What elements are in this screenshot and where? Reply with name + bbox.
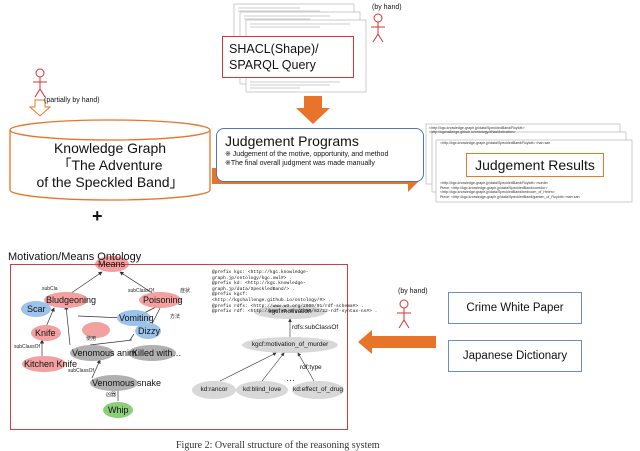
rdf-prefix-code: @prefix kgc: <http://kgc.knowledge- grap…: [212, 270, 378, 315]
by-hand-label-mid: (by hand): [398, 288, 428, 295]
code-line: graph.jp/ontology/kgc.owl#> .: [212, 275, 292, 281]
result-row: Piece: <http://kgc.knowledge-graph.jp/da…: [440, 185, 548, 190]
node-scar: Scar: [27, 304, 46, 314]
edge-label-subclassof-2: subClassOf: [14, 344, 40, 350]
node-venomous-snake: Venomous snake: [92, 378, 162, 388]
ontology-frame: [10, 264, 348, 430]
shacl-line-2: SPARQL Query: [229, 58, 316, 72]
edge-label-subclassof: subClassOf: [128, 288, 154, 294]
code-line: @prefix kgc: <http://kgc.knowledge-: [212, 270, 309, 275]
result-row: <http://kgc.knowledge-graph.jp/data/Spec…: [429, 126, 525, 130]
kg-line-1: Knowledge Graph: [53, 140, 167, 156]
node-bludgeoning: Bludgeoning: [46, 295, 97, 305]
code-line: @prefix kd: <http://kgc.knowledge-: [212, 281, 306, 287]
knowledge-graph-label: Knowledge Graph 「The Adventure of the Sp…: [10, 140, 210, 191]
node-poisoning: Poisoning: [143, 295, 183, 305]
node-whip: Whip: [108, 405, 129, 415]
arrow-sources-to-ontology: [358, 330, 436, 354]
hollow-down-arrow: [28, 99, 52, 117]
node-knife: Knife: [35, 328, 56, 338]
person-icon-left: [33, 68, 47, 98]
sub-node-motivation-of-murder: kgcf:motivation_of_murder: [251, 341, 329, 348]
node-means: Means: [98, 259, 126, 269]
node-dizzy: Dizzy: [138, 326, 160, 336]
shacl-query-box: SHACL(Shape)/ SPARQL Query: [222, 36, 354, 78]
code-line: <http://kgchallenge.github.io/ontology/#…: [212, 297, 331, 303]
japanese-dictionary-box: Japanese Dictionary: [448, 340, 582, 372]
result-row: <http://kgchallenge.github.io/ontology/#…: [429, 130, 516, 135]
edge-label-method: 方法: [170, 314, 181, 320]
judgement-programs-box: Judgement Programs ※ Judgement of the mo…: [216, 128, 424, 182]
by-hand-label-top: (by hand): [372, 4, 402, 11]
shacl-line-1: SHACL(Shape)/: [229, 42, 319, 56]
kg-line-2: 「The Adventure: [57, 157, 163, 173]
judgement-programs-title: Judgement Programs: [225, 133, 359, 149]
person-icon-top: [371, 13, 385, 43]
sub-node-blind-love: kd:blind_love: [243, 386, 281, 393]
ontology-nodes: [21, 256, 181, 418]
result-row: Piece: <http://kgc.knowledge-graph.jp/da…: [440, 194, 580, 199]
arrow-shacl-to-programs: [296, 96, 330, 124]
crime-white-paper-box: Crime White Paper: [448, 292, 582, 324]
judgement-programs-line-2: ※The final overall judgment was made man…: [225, 160, 375, 167]
plus-sign: +: [92, 206, 103, 226]
sub-node-ellipsis: …: [286, 373, 295, 383]
edge-label-tool: 凶器: [106, 392, 117, 398]
judgement-results-box: Judgement Results: [466, 153, 604, 177]
node-venomous-animal: Venomous anim: [72, 348, 137, 358]
code-line: @prefix rdf: <http://www.w3.org/1999/02/…: [212, 309, 378, 315]
node-kitchen-knife: Kitchen Knife: [24, 359, 78, 369]
sub-node-rancor: kd:rancor: [200, 386, 228, 393]
results-rows: <http://kgc.knowledge-graph.jp/data/Spec…: [429, 126, 617, 135]
sub-node-effect-of-drug: kd:effect_of_drug: [292, 386, 344, 393]
edge-label-subcla: subCla: [42, 286, 58, 292]
result-row: <http://kgc.knowledge-graph.jp/data/Spec…: [440, 181, 548, 186]
partially-by-hand-label: (partially by hand): [44, 97, 100, 104]
sub-edge-subclassof: rdfs:subClassOf: [292, 324, 339, 331]
code-line: @prefix rdfs: <http://www.w3.org/2000/01…: [212, 303, 364, 309]
result-row: <http://kgc.knowledge-graph.jp/data/Spec…: [440, 190, 555, 195]
results-rows-lower: <http://kgc.knowledge-graph.jp/data/Spec…: [440, 141, 630, 199]
judgement-programs-line-1: ※ Judgement of the motive, opportunity, …: [225, 151, 389, 158]
ontology-label: Motivation/Means Ontology: [8, 251, 142, 263]
knowledge-graph-cylinder: [9, 119, 211, 201]
node-killed-with: Killed with…: [132, 348, 182, 358]
person-icon-mid: [397, 299, 411, 329]
kg-line-3: of the Speckled Band」: [36, 174, 184, 190]
motivation-subgraph: [192, 305, 344, 399]
figure-caption: Figure 2: Overall structure of the reaso…: [176, 440, 380, 451]
code-line: @prefix kgcf:: [212, 292, 248, 298]
edge-label-use: 使用: [86, 336, 97, 342]
code-line: graph.jp/data/SpeckledBand/> .: [212, 286, 295, 292]
edge-label-subclassof-3: subClassOf: [68, 368, 94, 374]
node-vomiting: Vomiting: [119, 313, 154, 323]
sub-edge-rdf-type: rdf:type: [300, 364, 322, 371]
result-row: <http://kgc.knowledge-graph.jp/data/Spec…: [440, 141, 551, 145]
sub-node-motivation: kgcf:motivation: [268, 308, 312, 315]
edge-label-symptom: 症状: [180, 288, 191, 294]
